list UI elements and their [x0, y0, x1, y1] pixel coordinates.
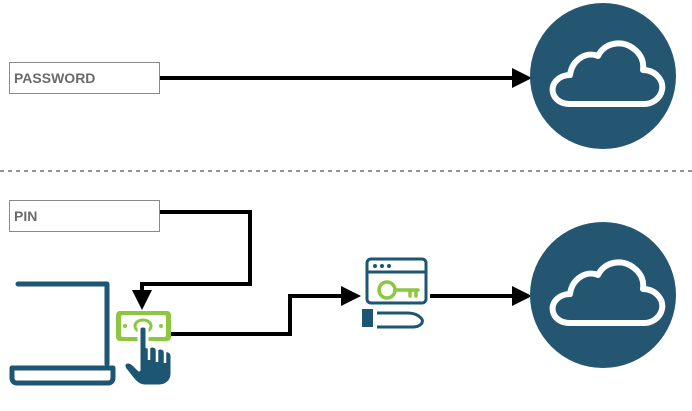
password-label: PASSWORD — [9, 62, 160, 94]
cloud-icon — [530, 222, 676, 368]
biometric-token-icon — [116, 311, 174, 388]
pin-to-token-arrow — [132, 210, 252, 310]
key-server-icon — [362, 257, 428, 329]
cloud-icon — [530, 3, 676, 149]
key-icon — [377, 280, 420, 300]
pin-label: PIN — [9, 200, 160, 232]
token-to-server-arrow — [171, 286, 361, 336]
laptop-icon — [9, 281, 116, 386]
